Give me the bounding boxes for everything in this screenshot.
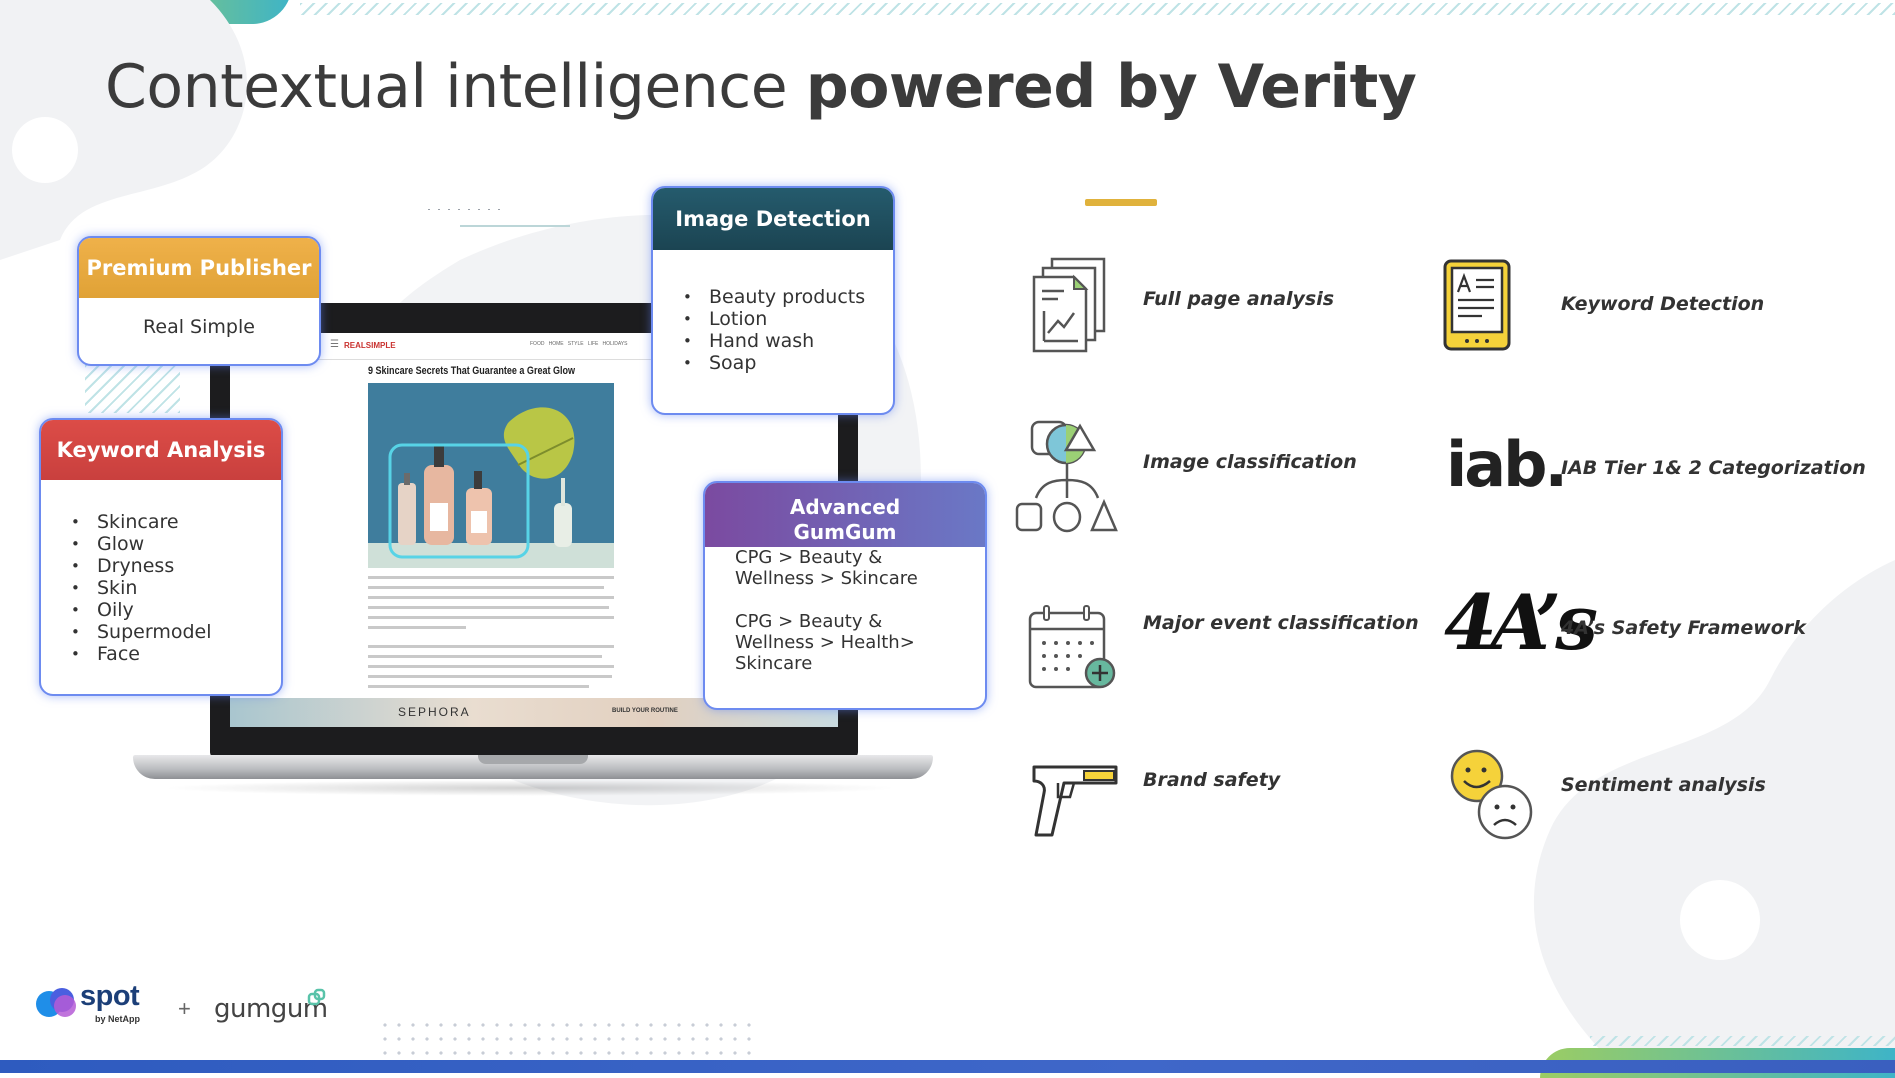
site-nav-food[interactable]: FOOD <box>530 341 545 347</box>
list-item: Oily <box>71 599 281 621</box>
spot-cloud-icon <box>36 988 76 1017</box>
feature-iab-categorization: IAB Tier 1& 2 Categorization <box>1561 457 1866 479</box>
list-item: Skin <box>71 577 281 599</box>
spot-byline: by NetApp <box>95 1014 140 1024</box>
keyword-list: Skincare Glow Dryness Skin Oily Supermod… <box>41 511 281 665</box>
webpage-topbar: ☰ REALSIMPLE FOOD HOME STYLE LIFE HOLIDA… <box>230 333 838 360</box>
title-regular: Contextual intelligence <box>105 52 788 122</box>
spot-wordmark: spot <box>80 980 140 1012</box>
site-logo: REALSIMPLE <box>344 341 396 350</box>
spot-logo: spot by NetApp <box>35 980 165 1028</box>
tablet-document-icon <box>1443 259 1511 351</box>
gumgum-categories-card: Advanced GumGum Categories CPG > Beauty … <box>703 481 987 710</box>
background-blob-right <box>1533 560 1895 1060</box>
gumgum-category-2: CPG > Beauty & Wellness > Health> Skinca… <box>735 611 915 674</box>
article-hero-image <box>368 383 614 568</box>
site-nav: FOOD HOME STYLE LIFE HOLIDAYS <box>530 341 627 347</box>
premium-publisher-title: Premium Publisher <box>79 238 319 298</box>
list-item: Dryness <box>71 555 281 577</box>
feature-major-event-classification: Major event classification <box>1143 612 1419 634</box>
gumgum-category-1: CPG > Beauty & Wellness > Skincare <box>735 547 918 589</box>
footer-plus: + <box>178 996 191 1021</box>
4as-logo-text: 4A’s <box>1444 578 1598 667</box>
list-item: Supermodel <box>71 621 281 643</box>
beauty-products-illustration <box>368 407 614 568</box>
laptop-notch <box>478 755 588 764</box>
premium-publisher-card: Premium Publisher Real Simple <box>77 236 321 366</box>
document-stack-icon <box>1032 257 1106 353</box>
shapes-tree-icon <box>1015 420 1118 533</box>
article-body-text <box>368 576 614 695</box>
feature-brand-safety: Brand safety <box>1143 769 1281 791</box>
slide-title: Contextual intelligence powered by Verit… <box>105 52 1417 122</box>
bottom-right-hatch <box>1590 1036 1895 1046</box>
keyword-analysis-title: Keyword Analysis <box>41 420 281 480</box>
gumgum-logo: gumgum <box>214 988 334 1028</box>
feature-4as-safety-framework: 4A’s Safety Framework <box>1561 617 1806 639</box>
feature-image-classification: Image classification <box>1143 451 1357 473</box>
title-bold: powered by Verity <box>805 52 1417 122</box>
list-item: Beauty products <box>683 286 893 308</box>
image-detection-title: Image Detection <box>653 188 893 250</box>
hatch-patch-left <box>85 365 180 413</box>
bottom-dot-grid <box>378 1018 760 1066</box>
site-nav-holidays[interactable]: HOLIDAYS <box>602 341 628 347</box>
gumgum-categories-title: Advanced GumGum Categories <box>705 483 985 569</box>
4as-logo-icon: 4A’s <box>1444 578 1598 667</box>
small-dot-line <box>424 208 502 211</box>
premium-publisher-value: Real Simple <box>143 316 255 338</box>
small-teal-line <box>460 225 570 227</box>
list-item: Glow <box>71 533 281 555</box>
list-item: Hand wash <box>683 330 893 352</box>
background-blob-left <box>0 0 248 260</box>
ad-cta-button[interactable]: BUILD YOUR ROUTINE <box>612 708 678 714</box>
site-nav-home[interactable]: HOME <box>548 341 564 347</box>
list-item: Skincare <box>71 511 281 533</box>
site-nav-life[interactable]: LIFE <box>587 341 599 347</box>
image-detection-card: Image Detection Beauty products Lotion H… <box>651 186 895 415</box>
article-headline: 9 Skincare Secrets That Guarantee a Grea… <box>368 365 576 377</box>
happy-sad-face-icon <box>1450 749 1533 840</box>
gun-icon <box>1032 765 1118 837</box>
iab-logo-icon: iab. <box>1446 428 1568 501</box>
top-hatch-stripe <box>300 3 1895 15</box>
feature-keyword-detection: Keyword Detection <box>1561 293 1765 315</box>
gumgum-mark-icon <box>307 988 326 1006</box>
calendar-add-icon <box>1028 605 1116 689</box>
laptop-shadow <box>160 780 900 796</box>
list-item: Face <box>71 643 281 665</box>
footer-bar <box>0 1060 1895 1073</box>
list-item: Soap <box>683 352 893 374</box>
feature-sentiment-analysis: Sentiment analysis <box>1561 774 1766 796</box>
ad-brand: SEPHORA <box>398 705 471 719</box>
list-item: Lotion <box>683 308 893 330</box>
site-menu-icon: ☰ <box>330 339 339 350</box>
yellow-accent-bar <box>1085 199 1157 206</box>
image-detection-list: Beauty products Lotion Hand wash Soap <box>653 286 893 374</box>
keyword-analysis-card: Keyword Analysis Skincare Glow Dryness S… <box>39 418 283 696</box>
feature-full-page-analysis: Full page analysis <box>1143 288 1335 310</box>
site-nav-style[interactable]: STYLE <box>567 341 584 347</box>
